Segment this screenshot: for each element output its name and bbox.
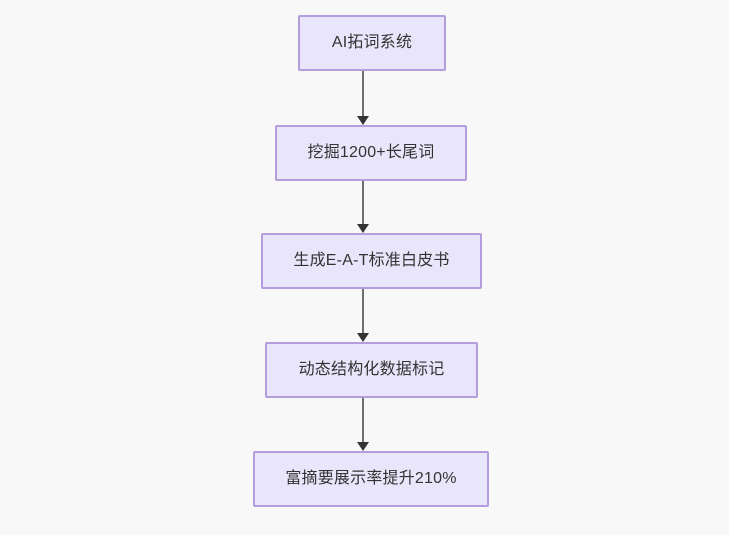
flowchart-edge-n3-n4 bbox=[354, 289, 372, 342]
arrow-head-icon bbox=[357, 333, 369, 342]
flowchart-node-generate-eat-whitepaper[interactable]: 生成E-A-T标准白皮书 bbox=[261, 233, 482, 289]
arrow-head-icon bbox=[357, 224, 369, 233]
arrow-head-icon bbox=[357, 442, 369, 451]
flowchart-node-ai-keyword-system[interactable]: AI拓词系统 bbox=[298, 15, 446, 71]
flowchart-node-label: 动态结构化数据标记 bbox=[298, 361, 445, 378]
flowchart-node-mine-longtail-keywords[interactable]: 挖掘1200+长尾词 bbox=[275, 125, 467, 181]
flowchart-node-rich-snippet-impression-lift[interactable]: 富摘要展示率提升210% bbox=[253, 451, 489, 507]
flowchart-edge-n4-n5 bbox=[354, 398, 372, 451]
edge-line bbox=[362, 71, 364, 117]
edge-line bbox=[362, 181, 364, 225]
flowchart-node-dynamic-structured-data-markup[interactable]: 动态结构化数据标记 bbox=[265, 342, 478, 398]
edge-line bbox=[362, 289, 364, 334]
flowchart-node-label: AI拓词系统 bbox=[331, 34, 413, 51]
edge-line bbox=[362, 398, 364, 443]
flowchart-node-label: 富摘要展示率提升210% bbox=[285, 470, 457, 487]
arrow-head-icon bbox=[357, 116, 369, 125]
flowchart-node-label: 生成E-A-T标准白皮书 bbox=[293, 252, 450, 269]
flowchart-node-label: 挖掘1200+长尾词 bbox=[307, 144, 435, 161]
flowchart-edge-n2-n3 bbox=[354, 181, 372, 233]
flowchart-edge-n1-n2 bbox=[354, 71, 372, 125]
